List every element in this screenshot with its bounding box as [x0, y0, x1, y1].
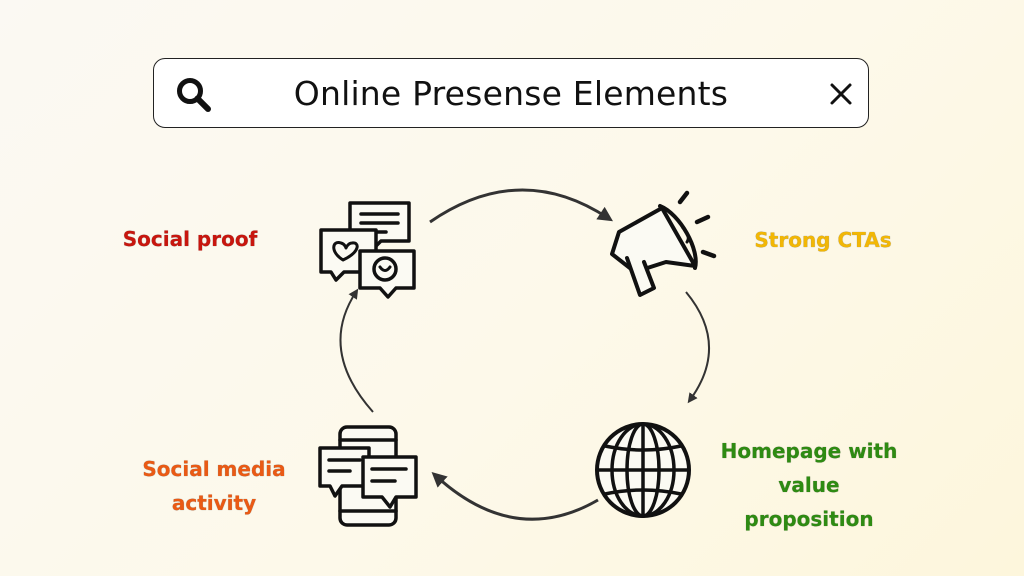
label-homepage-line-1: Homepage with: [720, 439, 898, 463]
search-icon[interactable]: [174, 75, 214, 115]
label-strong-ctas: Strong CTAs: [742, 223, 904, 257]
arrow-social-proof-to-ctas: [429, 188, 614, 224]
phone-chat-icon: [318, 425, 418, 527]
label-social-media: Social media activity: [128, 452, 300, 520]
label-homepage: Homepage with value proposition: [700, 434, 918, 536]
chat-bubbles-icon: [319, 201, 416, 299]
globe-icon: [595, 422, 691, 518]
megaphone-icon: [610, 190, 717, 297]
close-icon[interactable]: [828, 81, 854, 107]
arrow-social-media-to-social-proof: [339, 288, 374, 413]
label-social-media-line-1: Social media: [142, 457, 286, 481]
label-strong-ctas-line: Strong CTAs: [754, 228, 892, 252]
label-homepage-line-3: proposition: [744, 507, 874, 531]
label-social-media-line-2: activity: [171, 491, 257, 515]
label-social-proof-line: Social proof: [122, 227, 258, 251]
arrow-homepage-to-social-media: [431, 471, 599, 521]
search-bar[interactable]: Online Presense Elements: [153, 58, 869, 128]
arrow-ctas-to-homepage: [685, 291, 710, 404]
label-homepage-line-2: value: [778, 473, 840, 497]
label-social-proof: Social proof: [112, 222, 268, 256]
search-query[interactable]: Online Presense Elements: [293, 74, 729, 113]
